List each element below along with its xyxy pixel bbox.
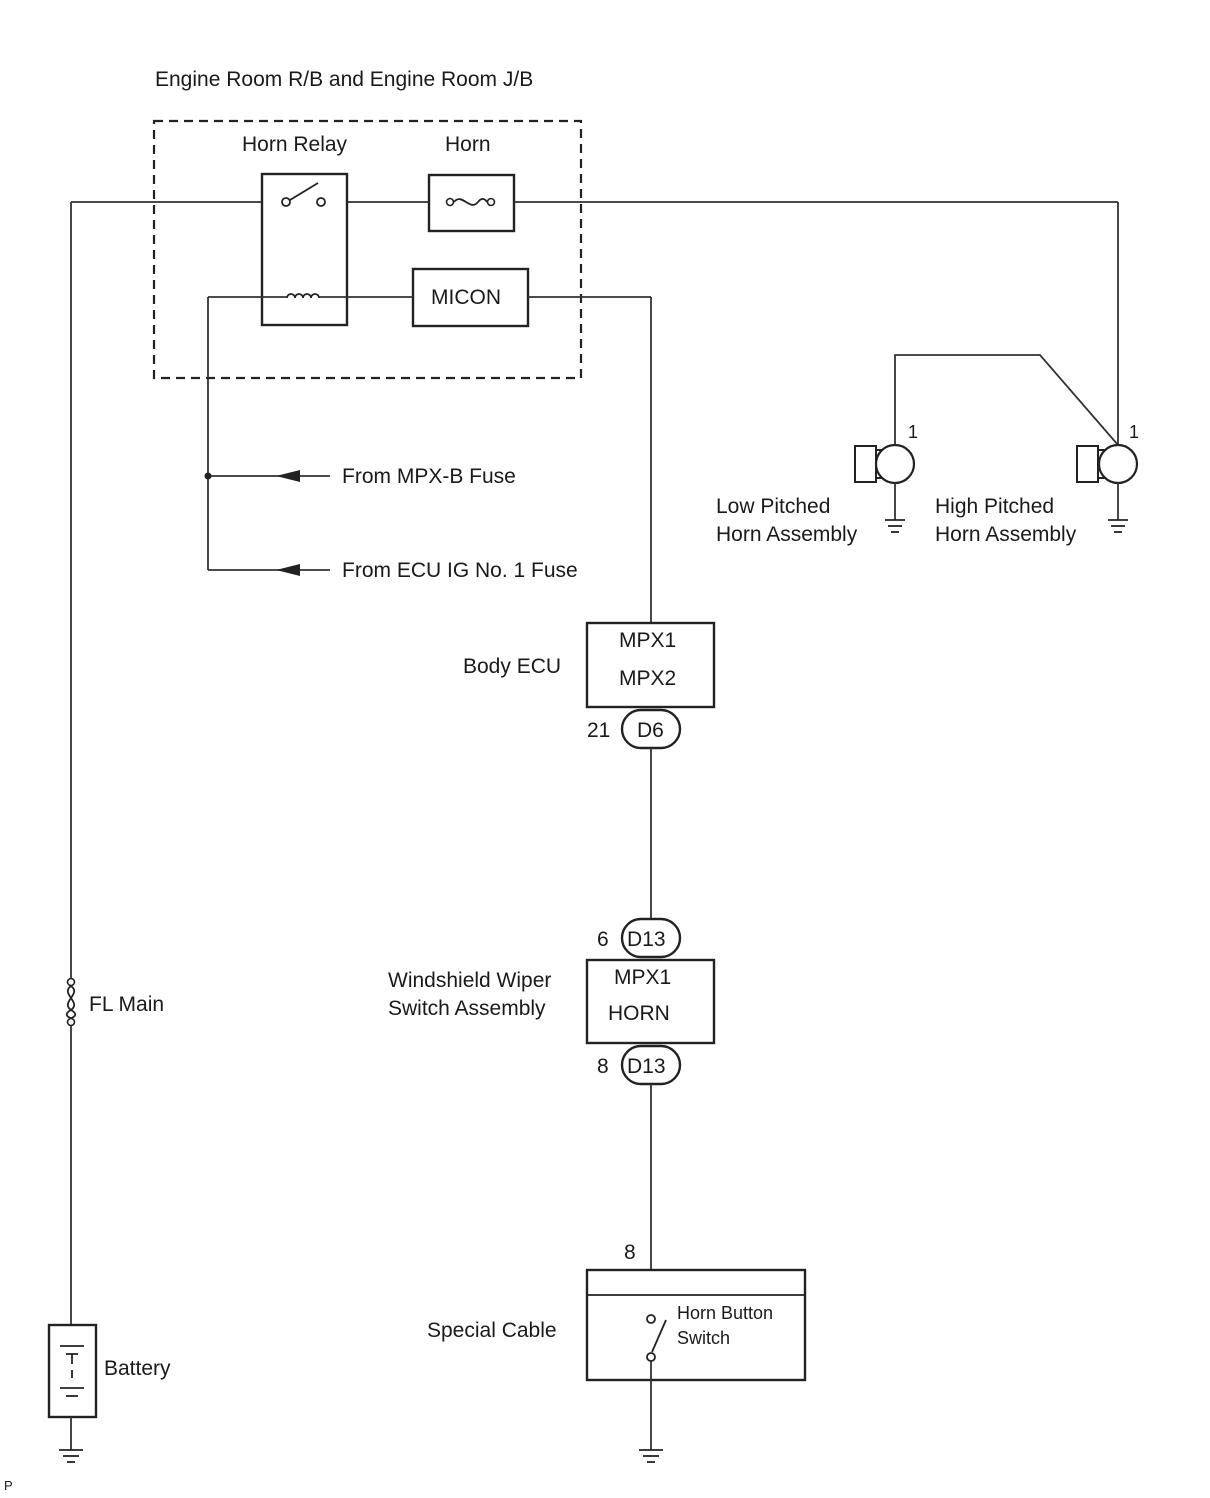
high-horn-label-line2: Horn Assembly [935, 523, 1077, 546]
enclosure-label: Engine Room R/B and Engine Room J/B [155, 68, 533, 91]
horn-relay-label: Horn Relay [242, 133, 348, 156]
wiper-label-line2: Switch Assembly [388, 997, 546, 1020]
corner-mark: P [4, 1478, 13, 1493]
wiper-pin-bottom: 8 [597, 1055, 609, 1078]
fuse-icon [453, 198, 488, 206]
d13-top-label: D13 [627, 928, 666, 951]
high-pitched-horn [1076, 443, 1139, 533]
horn-button-line1: Horn Button [677, 1303, 773, 1323]
relay-coil-icon [286, 293, 320, 299]
horn-fuse [427, 173, 516, 233]
ecuig-arrow-icon [276, 564, 300, 576]
special-cable-pin: 8 [624, 1241, 636, 1264]
horn-button-line2: Switch [677, 1328, 730, 1348]
horn-button-switch-icon [651, 1319, 667, 1353]
fl-main-fusible-link [65, 977, 77, 1027]
horn-icon [874, 443, 916, 485]
body-ecu-label: Body ECU [463, 655, 561, 678]
body-ecu-box [585, 621, 716, 709]
battery-label: Battery [104, 1357, 171, 1380]
battery [47, 1323, 98, 1463]
engine-room-enclosure [152, 119, 583, 380]
battery-feed-wire [70, 201, 1119, 1325]
coil-wiring [204, 296, 652, 623]
special-cable-label: Special Cable [427, 1319, 557, 1342]
wiper-label-line1: Windshield Wiper [388, 969, 551, 992]
relay-contact-terminal [281, 197, 291, 207]
from-ecuig-label: From ECU IG No. 1 Fuse [342, 559, 578, 582]
d13-bottom-label: D13 [627, 1055, 666, 1078]
low-horn-label-line1: Low Pitched [716, 495, 830, 518]
horn-icon [1097, 443, 1139, 485]
horn-link-wiring [894, 354, 1119, 446]
wiper-pin-top: 6 [597, 928, 609, 951]
relay-switch-icon [289, 182, 319, 201]
body-ecu-mpx1: MPX1 [619, 629, 676, 652]
mpxb-arrow-icon [276, 470, 300, 482]
low-horn-pin: 1 [908, 422, 918, 442]
low-horn-label-line2: Horn Assembly [716, 523, 858, 546]
body-ecu-mpx2: MPX2 [619, 667, 676, 690]
wiper-switch-box [585, 958, 716, 1045]
relay-contact-terminal [316, 197, 326, 207]
high-horn-pin: 1 [1129, 422, 1139, 442]
wiper-mpx1: MPX1 [614, 966, 671, 989]
low-pitched-horn [854, 443, 916, 533]
d6-connector-label: D6 [637, 719, 664, 742]
wiper-horn: HORN [608, 1002, 670, 1025]
from-mpxb-label: From MPX-B Fuse [342, 465, 516, 488]
horn-relay [260, 172, 349, 327]
body-ecu-pin: 21 [587, 719, 610, 742]
horn-fuse-label: Horn [445, 133, 491, 156]
fusible-link-icon [67, 985, 77, 1019]
d13-top-connector [620, 917, 682, 959]
high-horn-label-line1: High Pitched [935, 495, 1054, 518]
special-cable [585, 1268, 807, 1463]
micon-label: MICON [431, 286, 501, 309]
fl-main-label: FL Main [89, 993, 164, 1016]
